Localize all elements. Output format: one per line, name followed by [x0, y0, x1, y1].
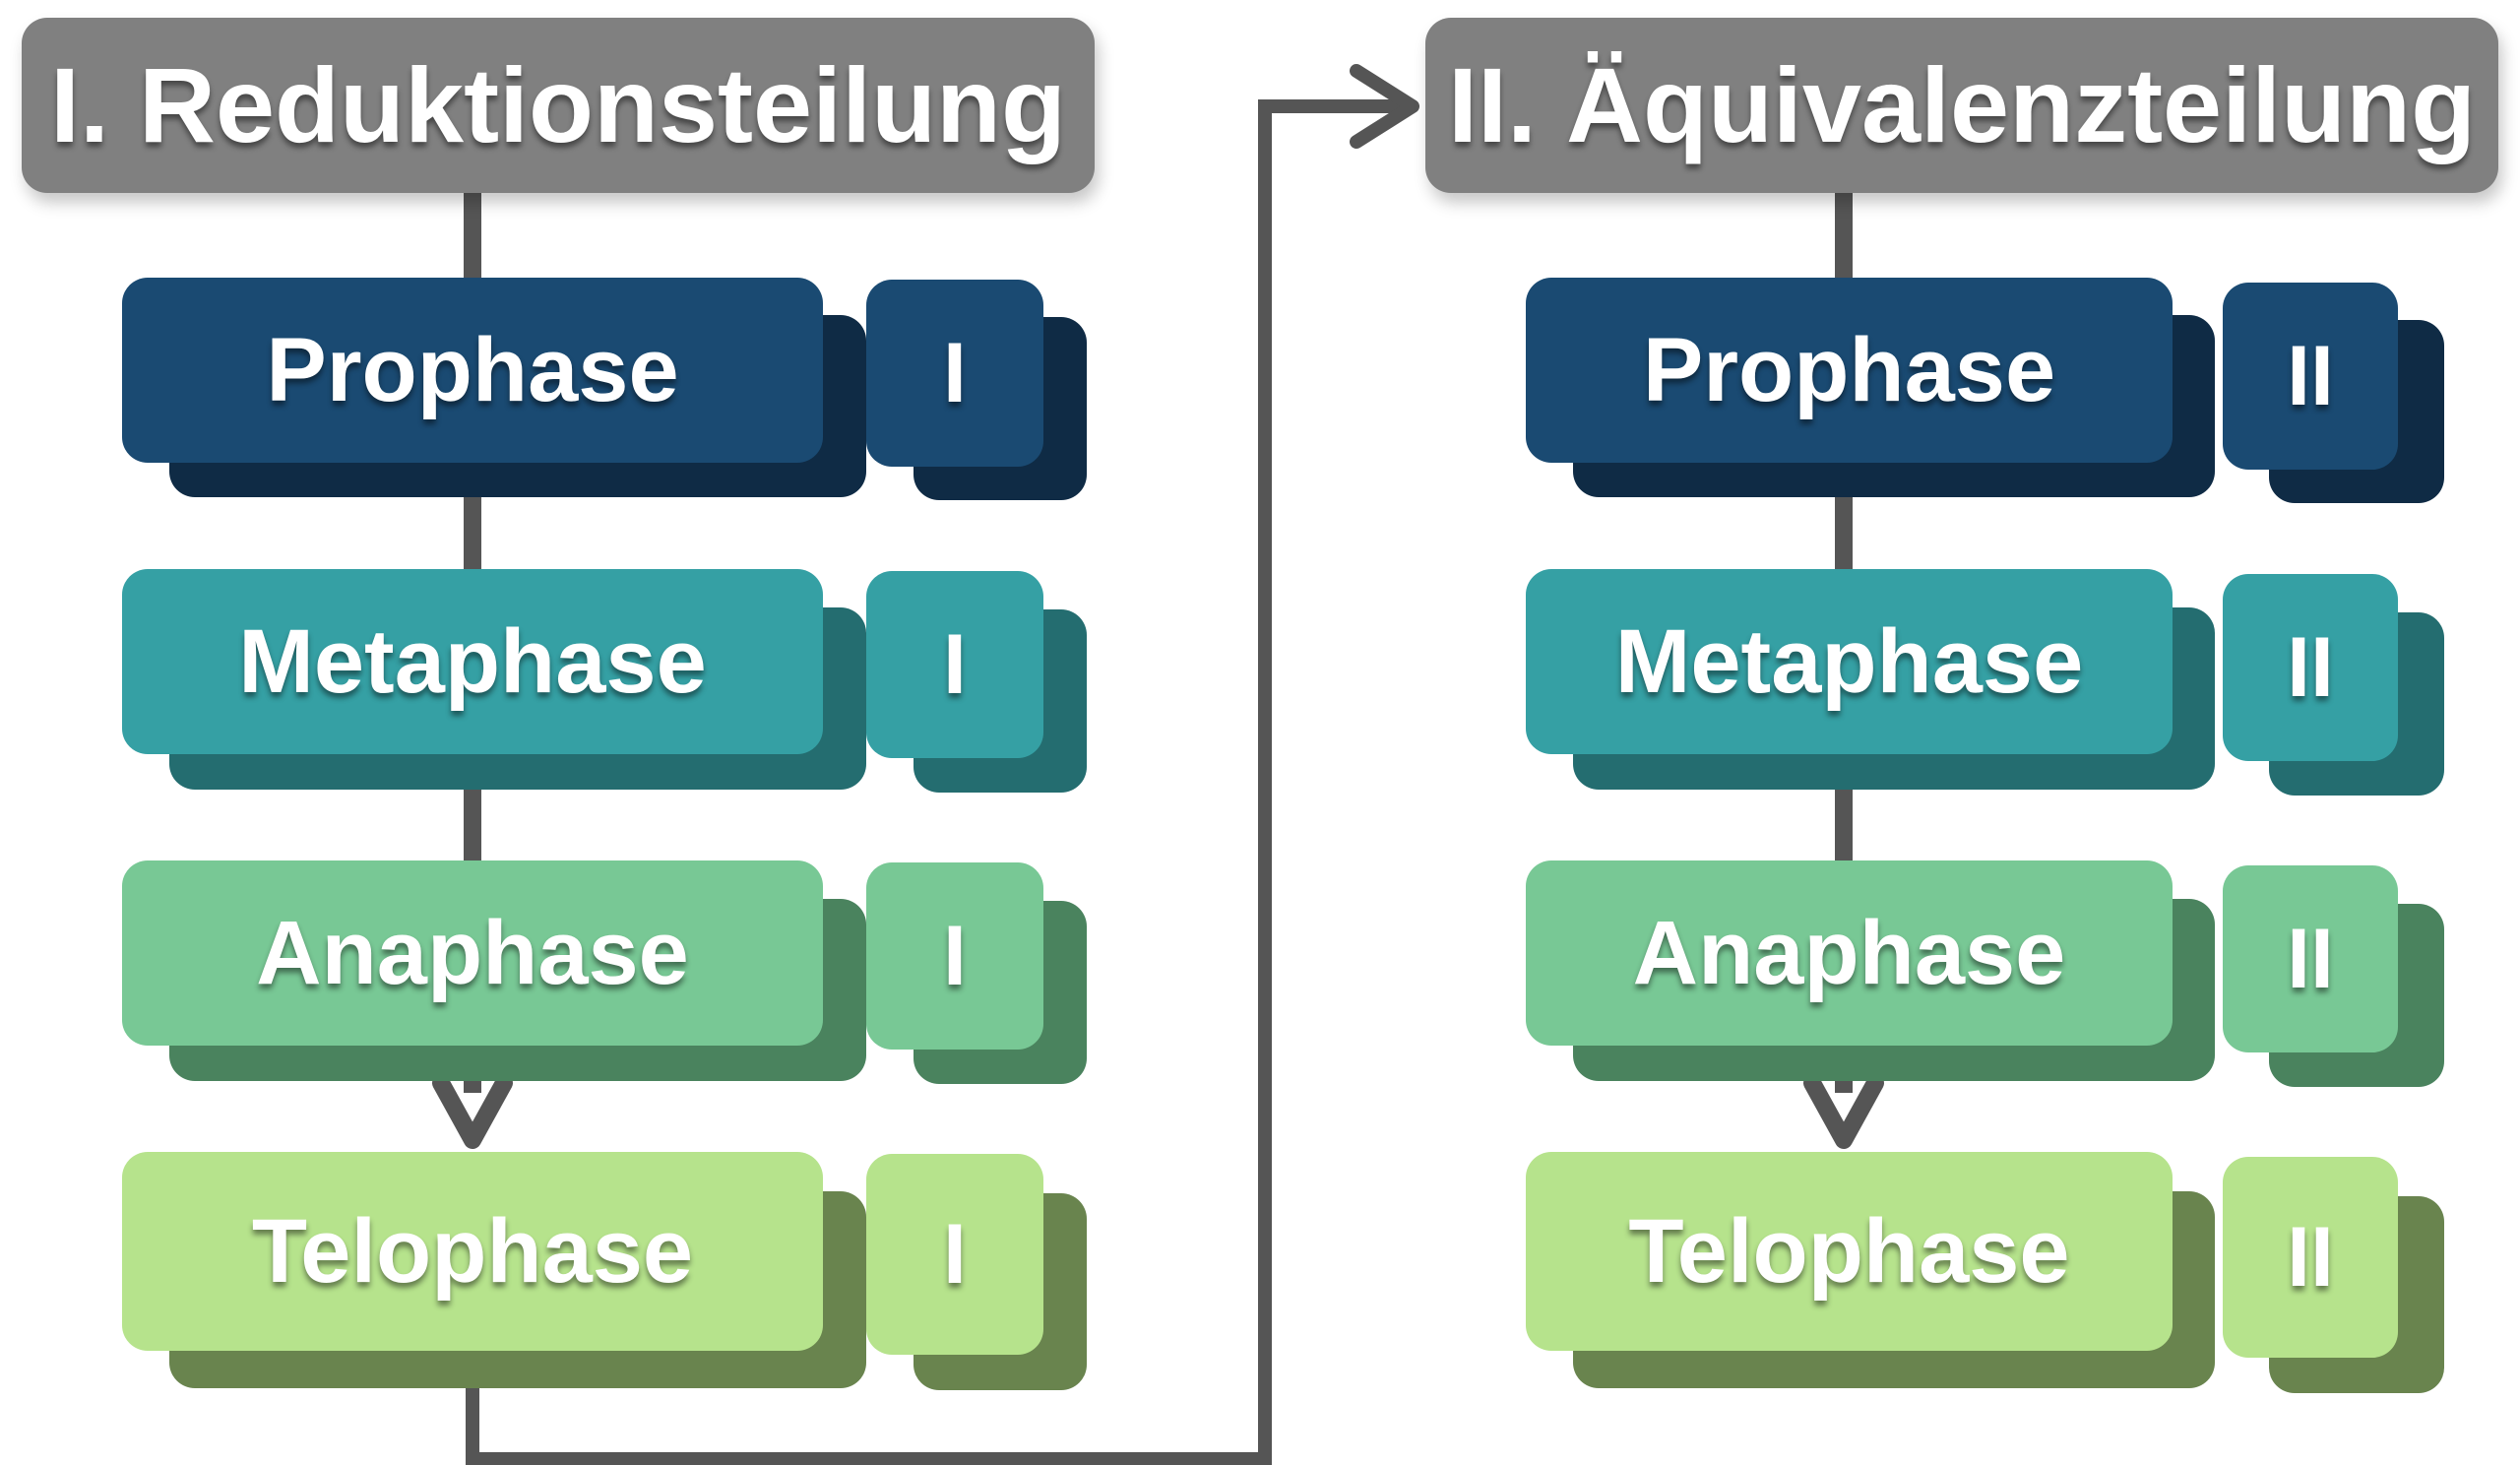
- phase-label: Telophase: [1628, 1201, 2070, 1302]
- telophase-box: Telophase: [1526, 1152, 2173, 1351]
- header-title: II. Äquivalenzteilung: [1447, 45, 2477, 164]
- metaphase-box: Metaphase: [1526, 569, 2173, 754]
- roman-numeral: I: [943, 617, 967, 712]
- metaphase-box: Metaphase: [122, 569, 823, 754]
- phase-label: Metaphase: [1614, 611, 2084, 712]
- transition-arrow-line: [466, 99, 1408, 1465]
- roman-numeral: I: [943, 909, 967, 1003]
- telophase-roman-badge: I: [866, 1154, 1043, 1355]
- anaphase-box: Anaphase: [1526, 860, 2173, 1046]
- roman-numeral: I: [943, 1207, 967, 1302]
- phase-label: Prophase: [266, 320, 679, 420]
- prophase-box: Prophase: [1526, 278, 2173, 463]
- anaphase-roman-badge: II: [2223, 865, 2398, 1052]
- prophase-roman-badge: I: [866, 280, 1043, 467]
- roman-numeral: I: [943, 326, 967, 420]
- phase-label: Prophase: [1642, 320, 2056, 420]
- anaphase-roman-badge: I: [866, 862, 1043, 1050]
- prophase-box: Prophase: [122, 278, 823, 463]
- metaphase-roman-badge: II: [2223, 574, 2398, 761]
- header-reduktionsteilung: I. Reduktionsteilung: [22, 18, 1095, 193]
- prophase-roman-badge: II: [2223, 283, 2398, 470]
- anaphase-box: Anaphase: [122, 860, 823, 1046]
- metaphase-roman-badge: I: [866, 571, 1043, 758]
- right-down-arrowhead: [1803, 1074, 1884, 1149]
- phase-label: Metaphase: [238, 611, 707, 712]
- phase-label: Anaphase: [256, 903, 689, 1003]
- transition-arrowhead: [1350, 64, 1419, 149]
- header-title: I. Reduktionsteilung: [49, 45, 1066, 164]
- roman-numeral: II: [2287, 912, 2334, 1006]
- roman-numeral: II: [2287, 329, 2334, 423]
- roman-numeral: II: [2287, 1210, 2334, 1305]
- header-aequivalenzteilung: II. Äquivalenzteilung: [1425, 18, 2498, 193]
- phase-label: Telophase: [251, 1201, 694, 1302]
- left-down-arrowhead: [432, 1074, 513, 1149]
- roman-numeral: II: [2287, 620, 2334, 715]
- phase-label: Anaphase: [1632, 903, 2066, 1003]
- telophase-roman-badge: II: [2223, 1157, 2398, 1358]
- telophase-box: Telophase: [122, 1152, 823, 1351]
